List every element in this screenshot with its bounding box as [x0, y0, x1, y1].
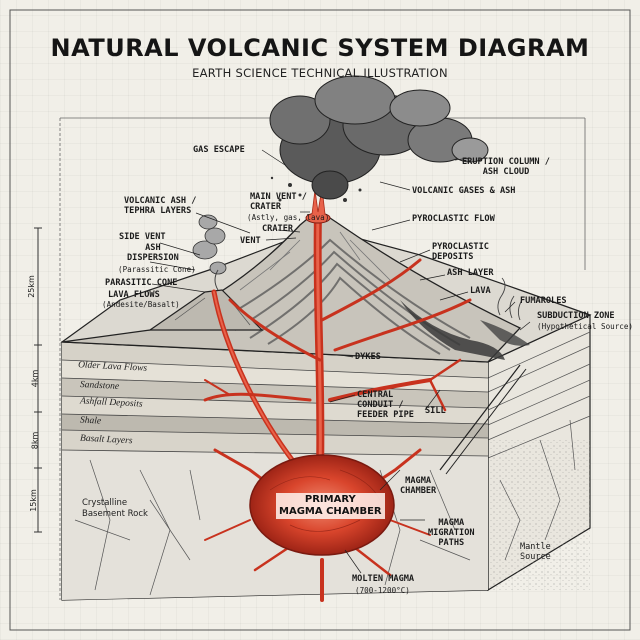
label-central-conduit: CENTRAL CONDUIT / FEEDER PIPE	[357, 390, 414, 420]
page-title: NATURAL VOLCANIC SYSTEM DIAGRAM	[50, 34, 590, 62]
label-pyroclastic-flow: PYROCLASTIC FLOW	[412, 214, 495, 224]
tephra-particles	[270, 176, 362, 202]
strata-shale: Shale	[79, 415, 102, 427]
label-eruption-column: ERUPTION COLUMN / ASH CLOUD	[462, 157, 550, 177]
scale-8km: 8km	[30, 431, 40, 450]
label-pyroclastic-deposits: PYROCLASTIC DEPOSITS	[432, 242, 489, 262]
page-subtitle: EARTH SCIENCE TECHNICAL ILLUSTRATION	[192, 66, 448, 80]
label-vent: VENT	[240, 236, 261, 246]
strata-crystalline: Crystalline Basement Rock	[82, 498, 148, 519]
label-molten-magma: MOLTEN MAGMA	[352, 574, 415, 584]
fumaroles	[497, 277, 523, 321]
label-crater: CRATER	[262, 224, 294, 234]
label-magma-chamber: MAGMA CHAMBER	[400, 476, 437, 496]
leader-lines	[149, 149, 531, 574]
label-lava-flows-note: (Andesite/Basalt)	[102, 300, 180, 309]
label-molten-temp: (700-1200°C)	[355, 586, 410, 595]
scale-25km: 25km	[26, 275, 36, 298]
label-primary-chamber: PRIMARY MAGMA CHAMBER	[276, 493, 385, 519]
label-main-vent: MAIN VENT / CRATER	[250, 192, 307, 212]
label-parasitic-cone: PARASITIC CONE	[105, 278, 178, 288]
page-frame	[9, 9, 631, 631]
label-main-vent-note: (Astly, gas, lava)	[247, 213, 330, 222]
ash-dispersion-plume	[192, 214, 227, 275]
scale-4km: 4km	[30, 369, 40, 388]
eruption-column	[269, 75, 489, 200]
label-magma-paths: MAGMA MIGRATION PATHS	[428, 518, 475, 548]
label-sill: SILL	[425, 406, 446, 416]
label-mantle-source: Mantle Source	[520, 542, 551, 562]
strata-sandstone: Sandstone	[79, 379, 120, 393]
label-volcanic-gases: VOLCANIC GASES & ASH	[412, 186, 516, 196]
label-side-vent: SIDE VENT	[119, 232, 166, 242]
label-ash-layer: ASH LAYER	[447, 268, 494, 278]
label-subduction-note: (Hypothetical Source)	[537, 322, 634, 331]
label-fumaroles: FUMAROLES	[520, 296, 567, 306]
label-lava: LAVA	[470, 286, 491, 296]
label-volcanic-ash: VOLCANIC ASH / TEPHRA LAYERS	[124, 196, 197, 216]
magma-conduits	[203, 211, 472, 602]
label-dykes: DYKES	[355, 352, 381, 362]
label-side-vent-note: (Parassitic Cone)	[118, 265, 196, 274]
label-lava-flows: LAVA FLOWS	[108, 290, 160, 300]
label-gas-escape: GAS ESCAPE	[193, 145, 245, 155]
scale-15km: 15km	[28, 489, 38, 512]
label-ash-dispersion: ASH DISPERSION	[127, 243, 179, 263]
dark-lava-flow	[400, 300, 505, 360]
label-subduction-zone: SUBDUCTION ZONE	[537, 311, 615, 321]
subduction-slab	[439, 364, 521, 471]
